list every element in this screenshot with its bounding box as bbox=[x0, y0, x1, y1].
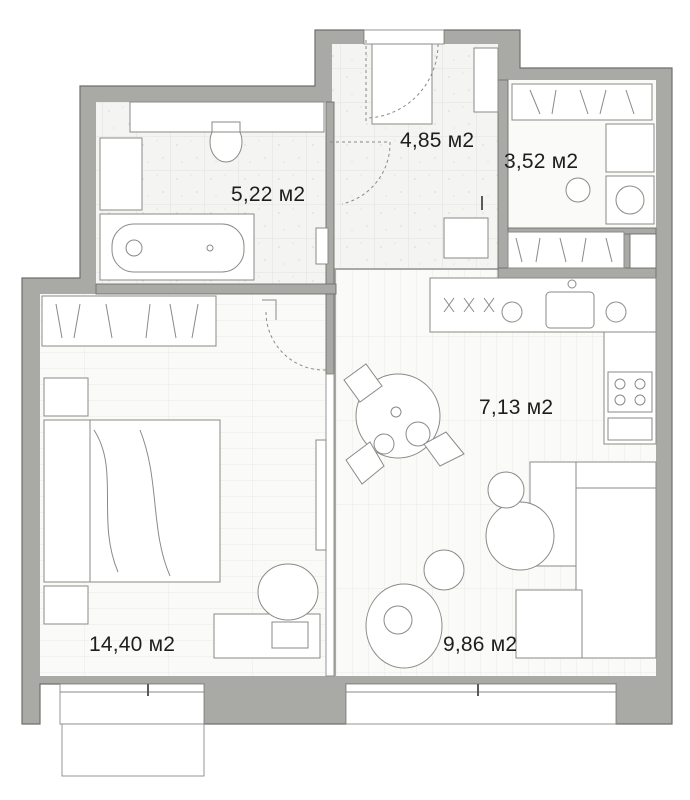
interior-walls bbox=[95, 79, 657, 677]
window-living bbox=[345, 683, 617, 725]
mirror-panel bbox=[315, 439, 327, 551]
bathroom-area-label: 5,22 м2 bbox=[231, 183, 306, 206]
sofa-ottoman bbox=[515, 589, 583, 659]
bedroom-area-label: 14,40 м2 bbox=[89, 633, 176, 656]
desk-chair bbox=[257, 563, 319, 621]
kitchen-area-label: 7,13 м2 bbox=[479, 396, 554, 419]
bathroom-fixtures bbox=[99, 101, 329, 281]
hob bbox=[607, 371, 653, 413]
windows bbox=[59, 29, 617, 777]
hall-cabinet bbox=[507, 231, 625, 269]
corridor-fixtures bbox=[330, 40, 499, 259]
bedroom-furniture bbox=[41, 295, 327, 659]
balcony bbox=[61, 723, 205, 777]
wardrobe-fixtures bbox=[507, 83, 655, 269]
dining-set bbox=[343, 363, 465, 485]
nightstand bbox=[43, 377, 89, 417]
wardrobe-bedroom bbox=[41, 295, 217, 347]
sink bbox=[545, 291, 595, 329]
ottoman bbox=[443, 217, 489, 259]
shoe-rack bbox=[473, 47, 499, 113]
living-area-label: 9,86 м2 bbox=[443, 633, 518, 656]
washing-machine bbox=[99, 137, 143, 211]
coffee-table bbox=[485, 501, 555, 571]
window-top bbox=[363, 29, 445, 45]
wardrobe-area-label: 3,52 м2 bbox=[504, 150, 579, 173]
closet-rail bbox=[511, 83, 653, 121]
corridor-area-label: 4,85 м2 bbox=[400, 129, 475, 152]
living-furniture bbox=[365, 461, 657, 669]
entrance-rug bbox=[371, 43, 433, 125]
kitchen-fixtures bbox=[429, 277, 657, 445]
window-bedroom bbox=[59, 683, 205, 725]
sofa bbox=[575, 461, 657, 659]
bedroom-door bbox=[262, 299, 327, 371]
